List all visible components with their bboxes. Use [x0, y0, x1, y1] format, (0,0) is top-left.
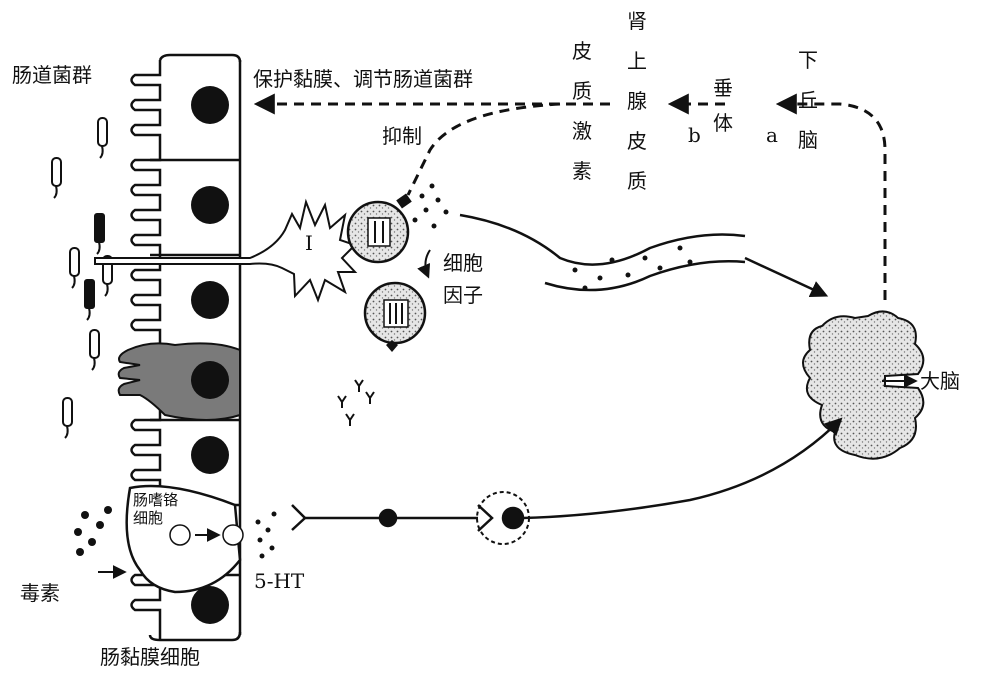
svg-text:皮: 皮 — [572, 39, 592, 63]
nucleus — [191, 361, 229, 399]
differentiation-arrow — [425, 250, 430, 276]
vesicle — [223, 525, 243, 545]
immune-cell-II — [348, 193, 412, 262]
antibodies — [338, 380, 374, 426]
svg-text:细胞: 细胞 — [133, 509, 163, 527]
cell-I-label: I — [305, 231, 313, 255]
gut-flora-label: 肠道菌群 — [12, 63, 92, 87]
nucleus — [191, 281, 229, 319]
dendritic-process — [95, 202, 355, 300]
afferent-neuron — [292, 420, 840, 544]
hypothalamus-label: 下 丘 脑 — [798, 48, 818, 152]
arrow-b-label: b — [688, 123, 701, 147]
svg-text:肾: 肾 — [627, 9, 647, 33]
svg-text:皮: 皮 — [627, 129, 647, 153]
nucleus — [191, 436, 229, 474]
svg-text:脑: 脑 — [798, 128, 818, 152]
arrow-a-label: a — [766, 123, 778, 147]
serotonin-label: 5-HT — [254, 569, 305, 593]
svg-text:下: 下 — [798, 48, 818, 72]
brain-label: 大脑 — [920, 369, 960, 393]
svg-text:体: 体 — [713, 111, 733, 135]
svg-text:丘: 丘 — [798, 88, 818, 112]
nucleus — [191, 86, 229, 124]
svg-text:细胞: 细胞 — [443, 251, 483, 275]
svg-text:质: 质 — [627, 169, 647, 193]
svg-text:质: 质 — [572, 79, 592, 103]
serotonin-dots — [256, 512, 277, 559]
svg-text:素: 素 — [572, 159, 592, 183]
svg-text:激: 激 — [572, 119, 592, 143]
nucleus — [191, 586, 229, 624]
inhibit-line — [408, 104, 560, 195]
inhibit-label: 抑制 — [382, 124, 422, 148]
svg-text:因子: 因子 — [443, 283, 483, 307]
cortisol-label: 皮 质 激 素 — [572, 39, 592, 183]
svg-text:肠嗜铬: 肠嗜铬 — [133, 491, 178, 509]
toxin-dots — [74, 506, 112, 556]
svg-text:上: 上 — [627, 49, 647, 73]
adrenal-cortex-label: 肾 上 腺 皮 质 — [627, 9, 647, 193]
svg-text:腺: 腺 — [627, 89, 647, 113]
mucosa-label: 肠黏膜细胞 — [100, 645, 200, 669]
cytokine-to-brain-arrow — [745, 258, 825, 295]
hpa-axis-dashed — [780, 104, 885, 300]
svg-text:垂: 垂 — [713, 76, 733, 100]
blood-vessel — [460, 215, 745, 290]
cytokine-label: 细胞 因子 — [443, 251, 483, 307]
protect-label: 保护黏膜、调节肠道菌群 — [253, 67, 473, 91]
gut-bacteria — [52, 118, 112, 438]
toxin-label: 毒素 — [20, 581, 60, 605]
nucleus — [191, 186, 229, 224]
vesicle — [170, 525, 190, 545]
immune-cell-III — [365, 283, 425, 352]
cytokine-dots — [413, 184, 449, 229]
